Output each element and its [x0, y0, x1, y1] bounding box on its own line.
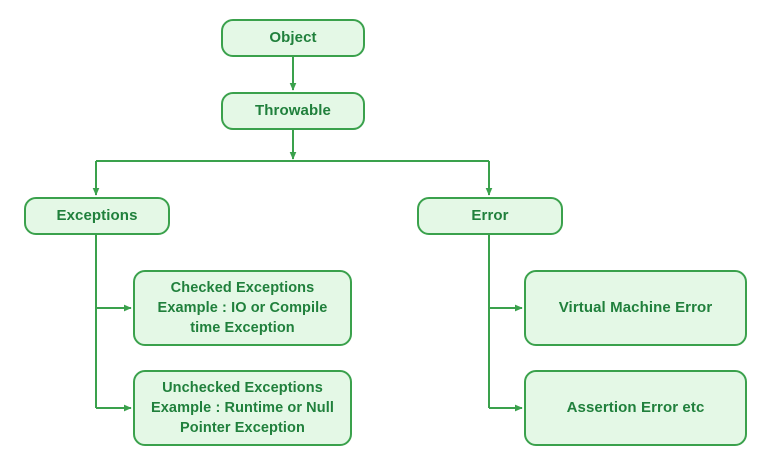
node-assertion-error[interactable]: Assertion Error etc — [524, 370, 747, 446]
node-checked-exceptions[interactable]: Checked Exceptions Example : IO or Compi… — [133, 270, 352, 346]
node-exceptions[interactable]: Exceptions — [24, 197, 170, 235]
node-object-label: Object — [269, 28, 317, 46]
node-error[interactable]: Error — [417, 197, 563, 235]
node-virtual-machine-error-label: Virtual Machine Error — [558, 298, 713, 316]
node-error-label: Error — [471, 206, 509, 224]
node-throwable-label: Throwable — [255, 101, 331, 119]
node-virtual-machine-error[interactable]: Virtual Machine Error — [524, 270, 747, 346]
node-unchecked-exceptions[interactable]: Unchecked Exceptions Example : Runtime o… — [133, 370, 352, 446]
node-object[interactable]: Object — [221, 19, 365, 57]
node-exceptions-label: Exceptions — [56, 206, 138, 224]
node-unchecked-exceptions-label: Unchecked Exceptions Example : Runtime o… — [151, 380, 334, 436]
node-checked-exceptions-label: Checked Exceptions Example : IO or Compi… — [157, 280, 328, 336]
node-throwable[interactable]: Throwable — [221, 92, 365, 130]
node-assertion-error-label: Assertion Error etc — [566, 398, 705, 416]
